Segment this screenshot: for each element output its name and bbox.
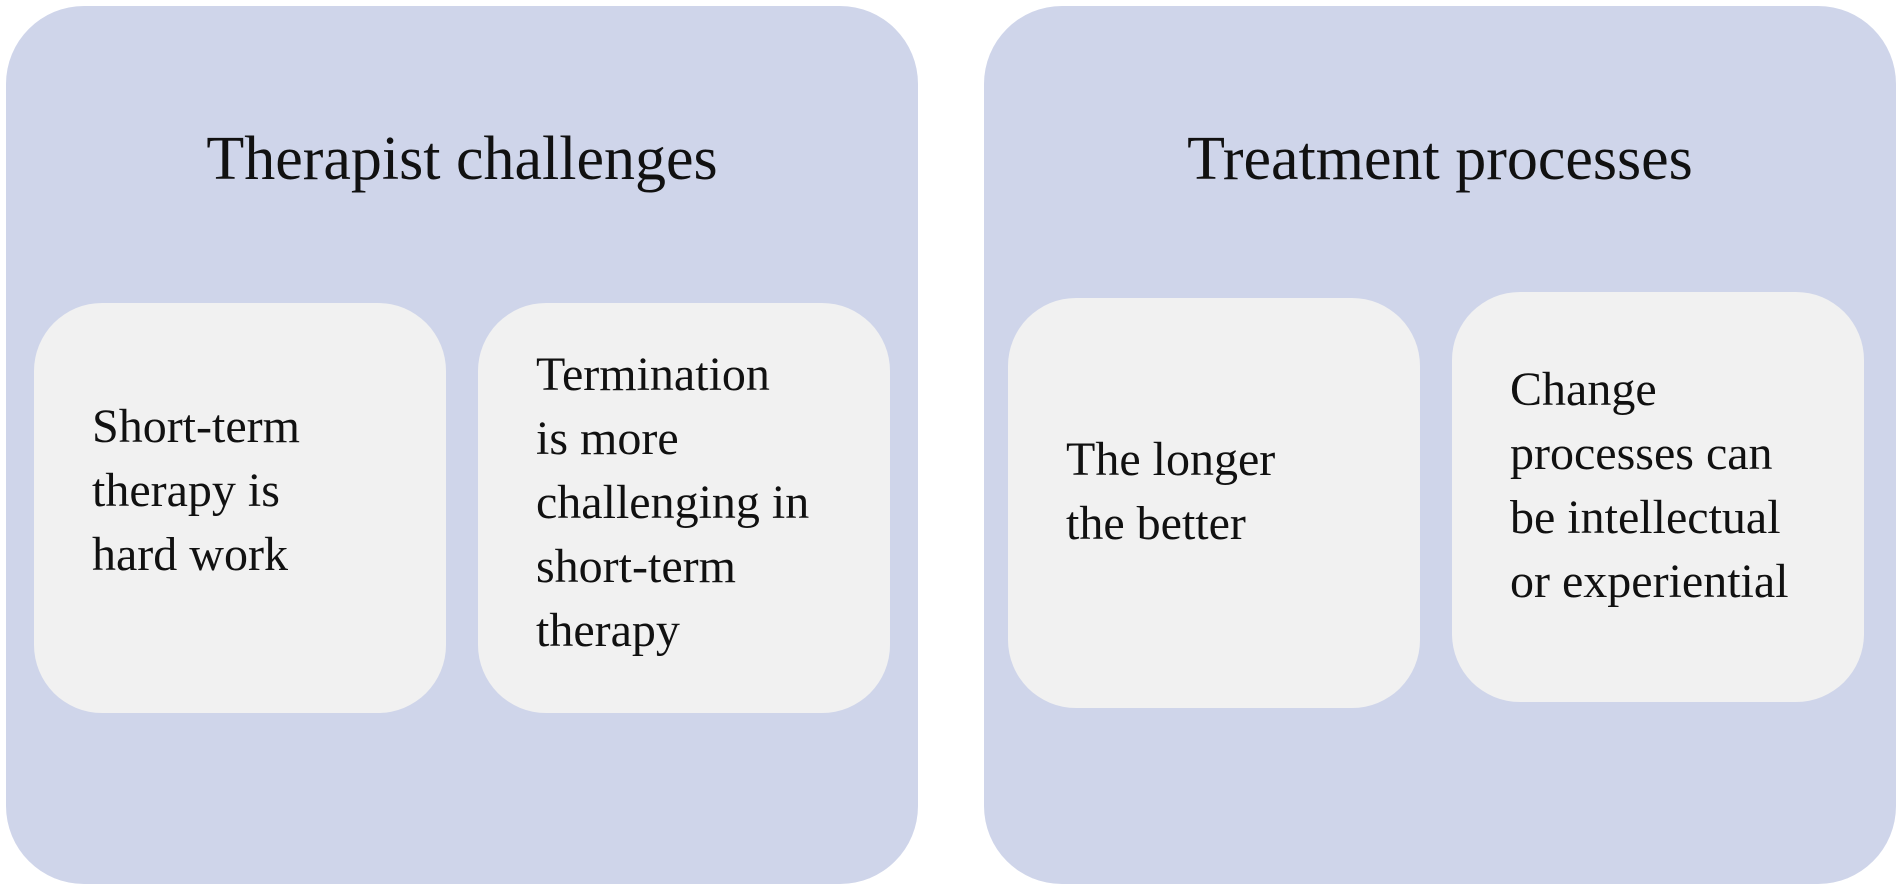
- card-short-term-hard-work: Short-term therapy is hard work: [34, 303, 446, 713]
- card-longer-the-better: The longer the better: [1008, 298, 1420, 708]
- card-text: The longer the better: [1066, 433, 1276, 550]
- panel-title: Treatment processes: [1187, 125, 1693, 193]
- card-text: Termination is more challenging in short…: [536, 348, 810, 657]
- card-change-processes: Change processes can be intellectual or …: [1452, 292, 1864, 702]
- panel-therapist-challenges: Therapist challenges Short-term therapy …: [6, 6, 918, 884]
- panel-treatment-processes: Treatment processes The longer the bette…: [984, 6, 1896, 884]
- panel-title: Therapist challenges: [206, 125, 718, 193]
- card-text: Short-term therapy is hard work: [92, 400, 300, 581]
- card-termination-challenging: Termination is more challenging in short…: [478, 303, 890, 713]
- card-text: Change processes can be intellectual or …: [1510, 363, 1789, 608]
